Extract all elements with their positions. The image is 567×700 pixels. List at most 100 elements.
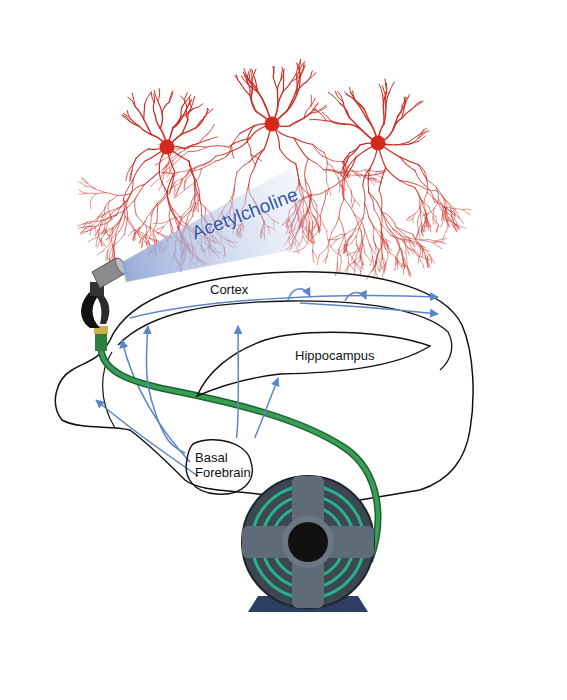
- neuron-branch: [417, 221, 418, 230]
- neuron-branch: [186, 107, 188, 120]
- neuron-branch: [425, 211, 426, 219]
- neuron-branch: [422, 226, 423, 232]
- neuron-branch: [407, 217, 410, 221]
- neuron-branch: [108, 242, 115, 250]
- neuron-branch: [135, 233, 136, 240]
- neuron-branch: [124, 199, 126, 217]
- neuron-branch: [88, 226, 96, 231]
- neuron-branch: [345, 261, 355, 271]
- neuron-branch: [413, 101, 424, 108]
- neuron-branch: [184, 176, 189, 182]
- neuron-branch: [345, 157, 357, 178]
- neuron-branch: [396, 228, 409, 239]
- neuron-branch: [162, 165, 167, 171]
- neuron-branch: [429, 207, 436, 216]
- neuron-branch: [339, 199, 344, 218]
- neuron-branch: [397, 249, 399, 260]
- neuron-branch: [102, 231, 107, 233]
- neuron-branch: [373, 228, 375, 238]
- neuron-branch: [361, 256, 364, 265]
- neuron-branch: [252, 69, 256, 80]
- neuron-branch: [171, 222, 174, 233]
- neuron-branch: [365, 174, 375, 176]
- neuron-branch: [130, 159, 136, 170]
- neuron-branch: [310, 95, 312, 107]
- neuron-branch: [343, 102, 349, 117]
- neuron-branch: [90, 226, 92, 235]
- neuron-branch: [170, 209, 179, 223]
- neuron-branch: [312, 250, 313, 262]
- projection-connector: [237, 326, 239, 438]
- neuron-branch: [426, 189, 437, 191]
- neuron-branch: [204, 109, 209, 118]
- neuron-branch: [146, 226, 156, 232]
- neuron-branch: [427, 219, 430, 226]
- neuron-branch: [370, 244, 378, 256]
- neuron-branch: [250, 95, 256, 111]
- neuron-branch: [417, 230, 419, 238]
- neuron-branch: [196, 119, 203, 128]
- neuron-branch: [294, 138, 308, 159]
- neuron-branch: [362, 111, 371, 124]
- neuron-branch: [415, 208, 420, 214]
- neuron-branch: [375, 245, 379, 251]
- projection-arrow: [130, 296, 438, 318]
- neuron-branch: [232, 145, 234, 158]
- neuron-branch: [109, 246, 113, 258]
- neuron-branch: [182, 120, 188, 134]
- neuron-branch: [396, 144, 409, 146]
- neuron-branch: [424, 226, 425, 232]
- neuron-branch: [296, 78, 298, 95]
- neuron-branch: [182, 207, 190, 216]
- neuron-branch: [343, 157, 356, 177]
- neuron-branch: [385, 83, 387, 95]
- neuron-branch: [429, 254, 434, 263]
- neuron-branch: [310, 191, 326, 195]
- neuron-branch: [171, 182, 175, 188]
- neuron-branch: [196, 194, 198, 204]
- neuron-branch: [414, 184, 426, 190]
- neuron-branch: [130, 170, 132, 181]
- neuron-branch: [414, 250, 421, 260]
- neuron-branch: [241, 85, 250, 96]
- neuron-branch: [360, 245, 363, 256]
- neuron-branch: [356, 242, 363, 252]
- neuron-branch: [320, 246, 328, 255]
- neuron-branch: [375, 244, 378, 250]
- neuron-branch: [333, 161, 343, 163]
- neuron-branch: [184, 182, 186, 190]
- neuron-branch: [154, 223, 162, 224]
- neuron-branch: [393, 118, 402, 130]
- neuron-branch: [337, 249, 339, 263]
- neuron-branch: [196, 164, 206, 168]
- neuron-branch: [164, 163, 176, 172]
- neuron-branch: [420, 200, 422, 212]
- neuron-branch: [79, 190, 87, 193]
- neuron-branch: [422, 257, 431, 260]
- neuron-branch: [365, 253, 372, 261]
- neuron-branch: [312, 144, 322, 156]
- neuron-branch: [374, 228, 381, 237]
- neuron-branch: [82, 227, 87, 233]
- neuron-branch: [167, 191, 172, 210]
- neuron-branch: [327, 181, 329, 189]
- projection-arrow: [300, 303, 438, 314]
- neuron-branch: [167, 178, 173, 182]
- neuron-branch: [371, 263, 377, 272]
- neuron-branch: [369, 217, 374, 226]
- neuron-branch: [436, 225, 438, 232]
- neuron-branch: [355, 99, 365, 109]
- neuron-branch: [104, 220, 105, 229]
- neuron-branch: [427, 180, 437, 188]
- neuron-branch: [171, 210, 177, 227]
- neuron-branch: [273, 77, 277, 90]
- neuron-branch: [442, 214, 443, 221]
- neuron-branch: [437, 225, 439, 232]
- neuron-branch: [102, 207, 105, 213]
- neuron-branch: [92, 218, 98, 226]
- pump-center: [288, 522, 328, 562]
- hippocampus-region: Hippocampus: [185, 328, 435, 378]
- neuron-branch: [454, 209, 459, 217]
- neuron-branch: [167, 191, 173, 209]
- neuron-branch: [116, 219, 122, 234]
